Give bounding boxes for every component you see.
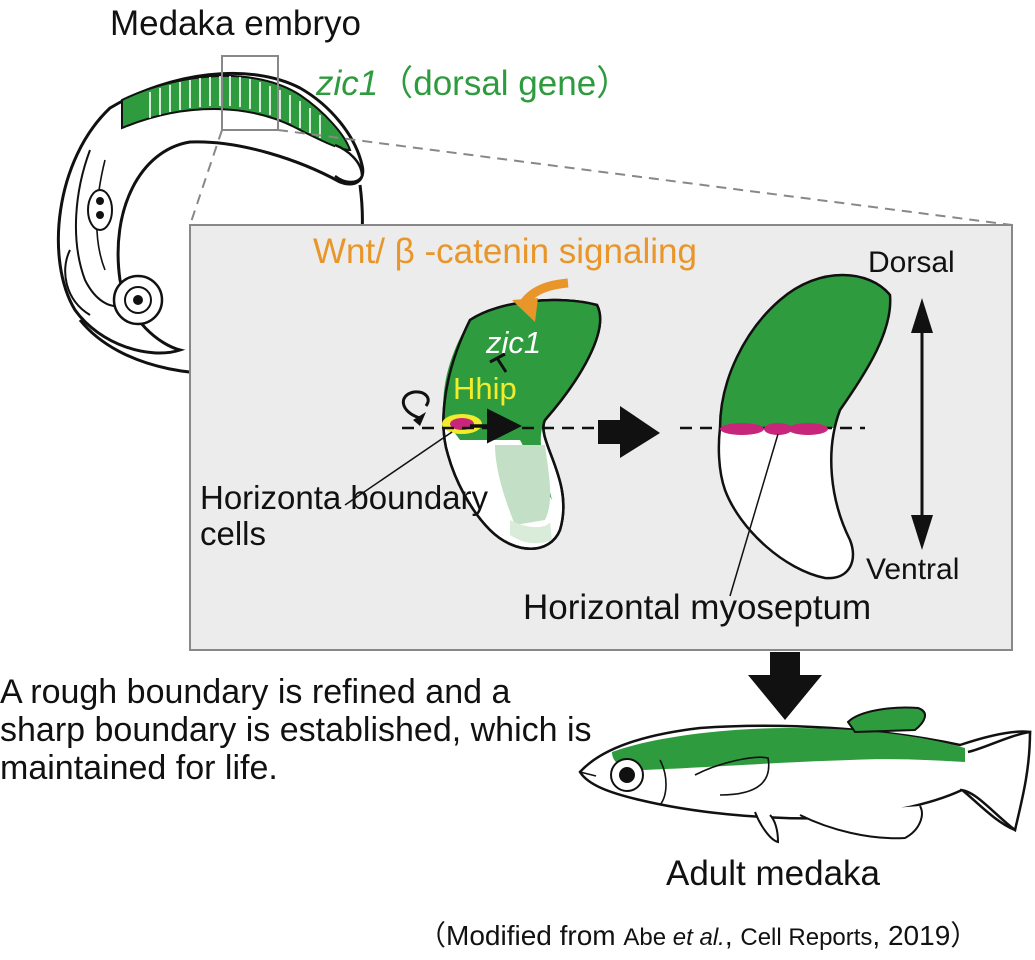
somite-late-outline	[717, 273, 892, 580]
embryo-body	[56, 71, 365, 355]
inhibition-mark	[489, 352, 508, 373]
fish-anal-fin	[799, 805, 923, 840]
dorsal-label: Dorsal	[868, 246, 955, 279]
fish-mouth	[579, 771, 597, 777]
curl-arrow	[402, 390, 430, 420]
description-text: A rough boundary is refined and a sharp …	[0, 673, 592, 788]
embryo-dorsal-stripe	[121, 74, 352, 152]
zoom-line-right	[277, 129, 1013, 226]
boundary-cells-pointer	[344, 431, 453, 506]
embryo-head-outline	[74, 149, 126, 308]
fish-gill	[659, 759, 667, 806]
embryo-brain-lobe	[64, 249, 91, 316]
somite-early-patch2	[510, 520, 552, 544]
wnt-arrow-head	[512, 298, 538, 322]
fish-pupil	[619, 767, 635, 783]
citation-prefix: （Modified from	[418, 920, 624, 951]
somite-early	[344, 278, 602, 550]
myoseptum-label: Horizontal myoseptum	[523, 588, 872, 627]
embryo-otic-vesicle	[87, 189, 113, 231]
somite-early-patch	[495, 445, 551, 525]
myoseptum-cell-3	[788, 423, 828, 435]
dv-arrow-bottom	[911, 515, 933, 550]
myoseptum-cell-2	[764, 423, 792, 435]
gene-description: （dorsal gene）	[378, 64, 632, 103]
citation-etal: et al.	[672, 924, 725, 951]
somite-late-white	[718, 428, 853, 579]
embryo-eye	[112, 274, 164, 326]
citation-suffix: , 2019）	[872, 920, 979, 951]
embryo-title: Medaka embryo	[110, 4, 361, 43]
fish-pectoral-fin	[694, 756, 770, 796]
hhip-label: Hhip	[453, 371, 517, 406]
citation-middle: ,	[724, 920, 741, 951]
somite-late	[680, 273, 892, 597]
somite-late-green	[720, 275, 891, 428]
zic1-inner-label: zic1	[486, 325, 542, 360]
myoseptum-cell-1	[720, 423, 764, 435]
zoom-box	[221, 55, 279, 131]
fish-tail	[959, 730, 1032, 833]
somite-lines	[149, 76, 321, 138]
down-arrow	[748, 652, 822, 720]
curl-arrow-head	[413, 412, 426, 426]
citation-journal: Cell Reports	[740, 924, 873, 951]
citation-authors: Abe	[623, 924, 673, 951]
transition-arrow	[598, 406, 660, 458]
citation: （Modified from Abe et al., Cell Reports,…	[418, 922, 978, 950]
somite-early-outline2	[442, 298, 602, 550]
myoseptum-pointer	[729, 433, 779, 597]
embryo-tail	[334, 143, 364, 184]
adult-medaka-label: Adult medaka	[666, 854, 881, 893]
gene-name: zic1	[316, 64, 379, 103]
fish-pelvic-fin	[754, 811, 780, 844]
ventral-label: Ventral	[866, 553, 960, 586]
adult-medaka	[578, 706, 1032, 844]
fish-dorsal-green	[612, 728, 965, 770]
gene-label: zic1（dorsal gene）	[316, 66, 631, 101]
somite-early-green	[443, 300, 601, 500]
dv-arrow-top	[911, 298, 933, 333]
signaling-label: Wnt/ β -catenin signaling	[313, 232, 697, 271]
fish-dorsal-fin	[846, 706, 926, 734]
boundary-cells-label: Horizonta boundary cells	[200, 479, 489, 552]
